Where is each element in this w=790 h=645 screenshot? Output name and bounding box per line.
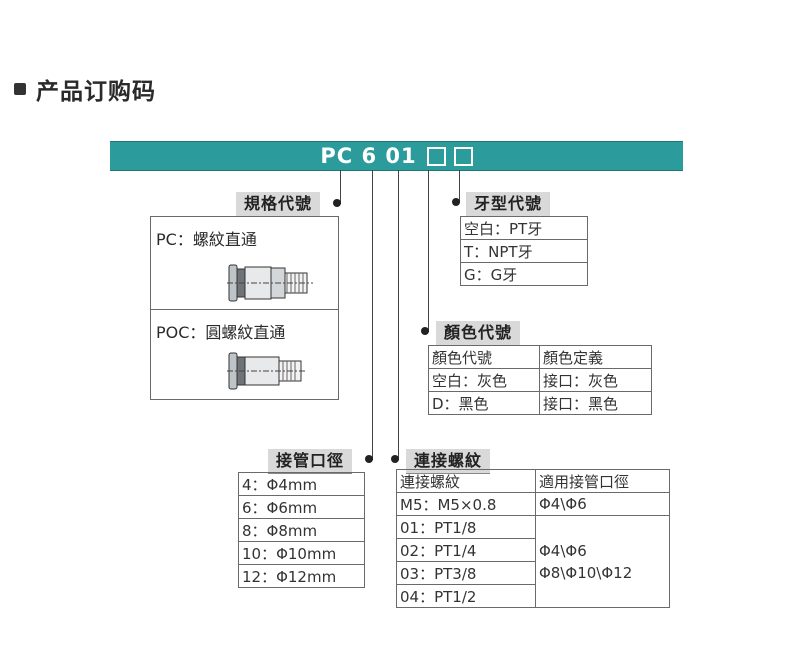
- color-table: 顏色代號 顏色定義 空白：灰色 接口：灰色 D：黑色 接口：黑色: [428, 345, 652, 415]
- order-code-banner: PC 6 01: [110, 141, 683, 171]
- tube-row: 10：Φ10mm: [238, 541, 365, 565]
- conn-cell: 03：PT3/8: [396, 561, 536, 585]
- thread-connector-dot: [452, 198, 460, 206]
- color-header-code: 顏色代號: [428, 345, 540, 369]
- conn-cell: 04：PT1/2: [396, 584, 536, 608]
- conn-fit-merged: Φ4\Φ6 Φ8\Φ10\Φ12: [535, 515, 670, 608]
- tube-connector-line: [372, 170, 373, 460]
- conn-header-fit: 適用接管口徑: [535, 469, 670, 493]
- thread-row: 空白：PT牙: [460, 216, 588, 240]
- conn-connector-line: [398, 170, 399, 460]
- conn-table: 連接螺紋 適用接管口徑 M5：M5×0.8 Φ4\Φ6 01：PT1/8 Φ4\…: [396, 469, 670, 608]
- section-title: 产品订购码: [36, 79, 156, 105]
- color-connector-line: [428, 170, 429, 332]
- straight-fitting-icon: [227, 264, 313, 302]
- color-header-def: 顏色定義: [539, 345, 652, 369]
- thread-row: G：G牙: [460, 262, 588, 286]
- round-thread-fitting-icon: [227, 352, 307, 390]
- conn-cell: 02：PT1/4: [396, 538, 536, 562]
- thread-table: 空白：PT牙 T：NPT牙 G：G牙: [460, 216, 588, 286]
- thread-label: 牙型代號: [466, 192, 551, 217]
- tube-row: 4：Φ4mm: [238, 472, 365, 496]
- spec-item-poc: POC：圓螺紋直通: [156, 323, 286, 342]
- thread-connector-line: [459, 170, 460, 203]
- tube-table: 4：Φ4mm 6：Φ6mm 8：Φ8mm 10：Φ10mm 12：Φ12mm: [238, 472, 365, 588]
- color-cell: 接口：黑色: [539, 391, 652, 415]
- order-code: PC 6 01: [110, 142, 683, 170]
- conn-cell: M5：M5×0.8: [396, 492, 536, 516]
- conn-cell: Φ4\Φ6: [535, 492, 670, 516]
- section-heading: 产品订购码: [14, 72, 156, 106]
- bullet-square-icon: [14, 83, 26, 95]
- tube-label: 接管口徑: [268, 449, 353, 474]
- spec-connector-line: [340, 170, 341, 204]
- spec-label: 規格代號: [236, 192, 321, 217]
- color-label: 顏色代號: [436, 321, 521, 346]
- color-code-box: [426, 146, 446, 166]
- conn-connector-dot: [391, 455, 399, 463]
- conn-header-thread: 連接螺紋: [396, 469, 536, 493]
- spec-connector-dot: [333, 199, 341, 207]
- spec-divider: [151, 309, 338, 310]
- conn-cell: 01：PT1/8: [396, 515, 536, 539]
- conn-fit-line: Φ4\Φ6: [539, 541, 587, 560]
- spec-panel: PC：螺紋直通 POC：圓螺紋直通: [150, 216, 339, 400]
- thread-code-box: [453, 146, 473, 166]
- color-cell: 接口：灰色: [539, 368, 652, 392]
- conn-fit-line: Φ8\Φ10\Φ12: [539, 563, 633, 582]
- order-code-text: PC 6 01: [320, 144, 417, 168]
- color-cell: D：黑色: [428, 391, 540, 415]
- tube-row: 12：Φ12mm: [238, 564, 365, 588]
- tube-row: 6：Φ6mm: [238, 495, 365, 519]
- thread-row: T：NPT牙: [460, 239, 588, 263]
- tube-row: 8：Φ8mm: [238, 518, 365, 542]
- tube-connector-dot: [365, 455, 373, 463]
- color-connector-dot: [421, 327, 429, 335]
- color-cell: 空白：灰色: [428, 368, 540, 392]
- spec-item-pc: PC：螺紋直通: [156, 230, 257, 249]
